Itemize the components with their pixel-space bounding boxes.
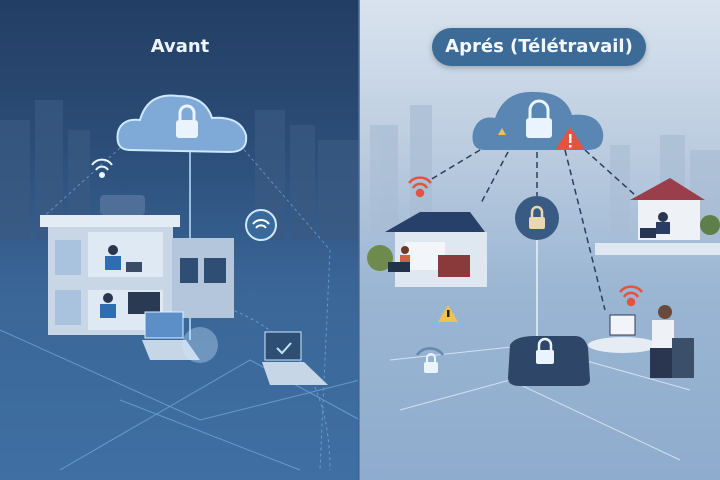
panel-after: Aprés (Télétravail) (360, 0, 720, 480)
monitor-icon (128, 292, 160, 314)
home-router-lock-icon (508, 336, 590, 386)
home-office-right-icon (595, 178, 720, 255)
laptop-check-icon (262, 331, 328, 385)
remote-work-illustration (367, 91, 720, 461)
wifi-warning-icon (408, 176, 432, 198)
laptop-secure-icon (142, 311, 200, 360)
wifi-icon (91, 158, 113, 178)
panel-before: Avant (0, 0, 360, 480)
wifi-warning-icon (619, 285, 643, 307)
office-network-illustration (0, 94, 360, 471)
employee-bottom-icon (103, 293, 113, 303)
title-after-pill: Aprés (Télétravail) (432, 28, 646, 66)
cloud-lock-warning-icon (472, 91, 604, 150)
cafe-worker-icon (588, 305, 694, 378)
cloud-lock-icon (116, 94, 248, 154)
title-before: Avant (150, 36, 210, 57)
wifi-lock-icon (415, 347, 445, 373)
city-skyline-icon (0, 100, 358, 240)
employee-top-icon (108, 245, 118, 255)
home-office-left-icon (367, 212, 487, 287)
